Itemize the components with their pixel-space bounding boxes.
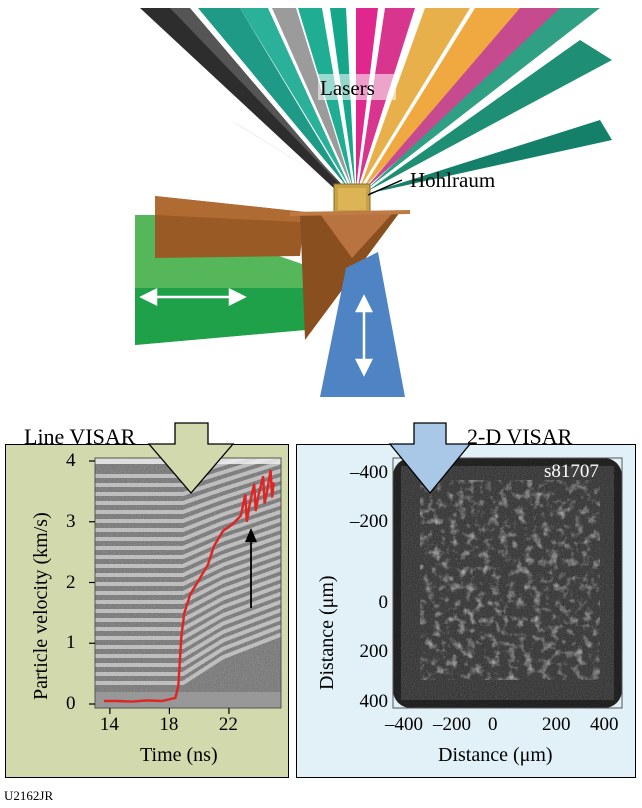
y-tick-label: 1 [66, 632, 76, 654]
image-y-tick-label: 0 [378, 592, 389, 613]
image-x-tick-label: 0 [488, 714, 498, 735]
hohlraum [333, 179, 403, 215]
image-x-tick-label: –400 [385, 714, 423, 735]
lasers-label: Lasers [320, 76, 375, 100]
fringe-line [95, 493, 281, 532]
blue-beam [320, 252, 405, 397]
scan-arrow-vertical [354, 294, 374, 377]
fringe-line [95, 558, 281, 604]
fringe-line [95, 624, 281, 676]
velocity-trace [103, 469, 275, 703]
fringe-line [95, 460, 281, 496]
image-y-tick-label: 200 [359, 641, 389, 662]
line-visar-y-title: Particle velocity (km/s) [30, 512, 52, 700]
y-tick-label: 4 [66, 450, 76, 471]
fringe-line [95, 509, 281, 550]
shot-number: s81707 [544, 461, 599, 482]
scan-arrow-horizontal [139, 287, 247, 307]
fringe-line [95, 632, 281, 685]
y-tick-label: 2 [66, 571, 76, 593]
image-y-tick-label: –400 [350, 462, 388, 483]
x-tick-label: 14 [99, 714, 119, 735]
experiment-schematic [135, 8, 612, 397]
fringe-line [95, 468, 281, 505]
fringe-line [95, 608, 281, 658]
image-x-title: Distance (μm) [438, 744, 553, 766]
x-tick-label: 18 [159, 714, 179, 735]
fringe-line [95, 616, 281, 667]
fringe-line [95, 599, 281, 649]
image-x-tick-label: –200 [433, 714, 471, 735]
breakout-arrow [245, 528, 257, 608]
fringe-line [95, 501, 281, 541]
fringe-line [95, 517, 281, 559]
fringe-line [95, 583, 281, 631]
fringe-line [95, 567, 281, 613]
x-tick-label: 22 [218, 714, 238, 735]
image-y-title: Distance (μm) [316, 575, 338, 690]
y-tick-label: 3 [66, 510, 76, 532]
image-y-tick-label: 400 [359, 691, 389, 712]
image-y-tick-label: –200 [350, 511, 388, 532]
visar-2d-arrow [388, 422, 472, 495]
fringe-line [95, 575, 281, 622]
fringe-line [95, 550, 281, 595]
fringe-line [95, 591, 281, 640]
y-tick-label: 0 [66, 693, 76, 714]
visar-2d-label: 2-D VISAR [467, 424, 573, 449]
line-visar-x-title: Time (ns) [140, 744, 218, 766]
line-visar-arrow [147, 422, 235, 494]
line-visar-label: Line VISAR [24, 424, 136, 449]
image-x-tick-label: 400 [590, 714, 619, 735]
hohlraum-label: Hohlraum [410, 168, 496, 192]
image-x-tick-label: 200 [542, 714, 571, 735]
figure-id: U2162JR [4, 788, 54, 803]
fringe-line [95, 534, 281, 577]
